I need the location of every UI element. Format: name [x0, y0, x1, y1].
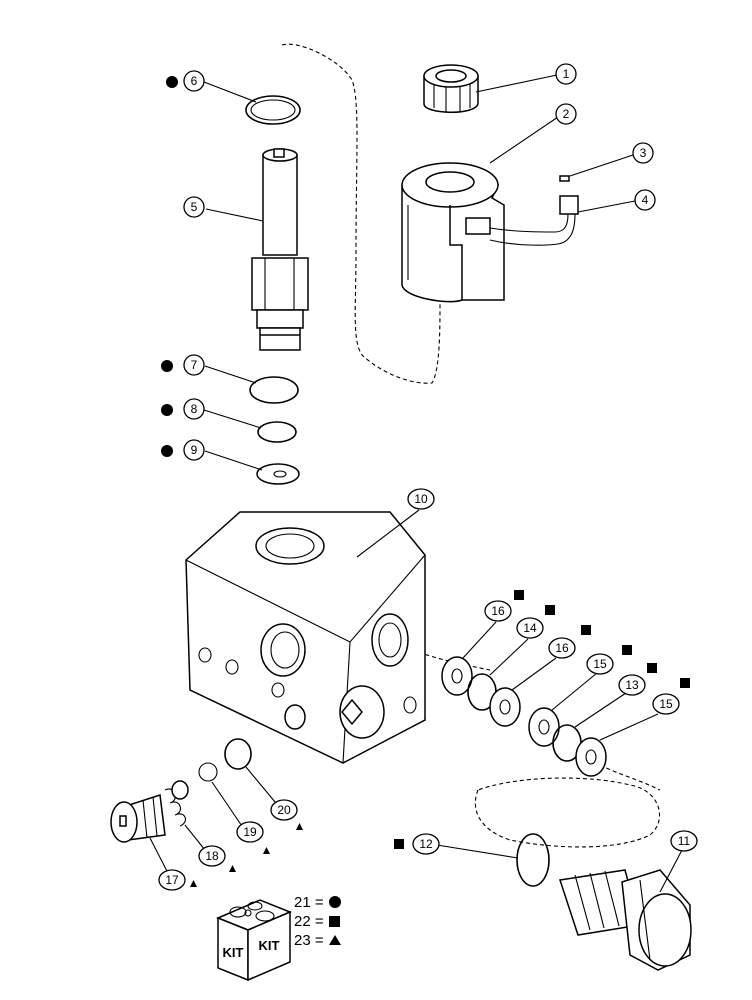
- callout-17: 17: [158, 869, 186, 891]
- part-o-ring-20: [224, 738, 252, 770]
- part-ball-19: [198, 762, 218, 782]
- svg-text:15: 15: [593, 657, 607, 671]
- svg-text:9: 9: [191, 443, 198, 457]
- callout-5: 5: [183, 196, 205, 218]
- svg-text:16: 16: [491, 604, 505, 618]
- kit-markers-square: [394, 590, 690, 849]
- svg-text:19: 19: [243, 825, 257, 839]
- part-coil: [401, 162, 505, 303]
- part-spring-18: [164, 780, 189, 827]
- callout-16b: 16: [548, 637, 576, 659]
- svg-text:7: 7: [191, 358, 198, 372]
- callout-20: 20: [270, 799, 298, 821]
- svg-text:18: 18: [205, 849, 219, 863]
- callout-1: 1: [555, 63, 577, 85]
- part-terminal: [559, 175, 570, 182]
- callout-2: 2: [555, 103, 577, 125]
- part-washer-9: [256, 463, 300, 485]
- legend-kit-21: 21 =: [294, 894, 324, 911]
- svg-text:17: 17: [165, 873, 179, 887]
- part-seal-16a: [441, 656, 473, 696]
- svg-text:15: 15: [659, 697, 673, 711]
- callout-6: 6: [183, 70, 205, 92]
- part-seal-15b: [575, 737, 607, 777]
- part-seal-16b: [489, 687, 521, 727]
- part-o-ring-6: [245, 95, 301, 125]
- legend-kit-22: 22 =: [294, 913, 324, 930]
- callout-15b: 15: [652, 693, 680, 715]
- kit-markers-circle: [161, 76, 178, 457]
- svg-text:4: 4: [642, 193, 649, 207]
- part-o-ring-7: [249, 376, 299, 404]
- leader-lines: [149, 74, 683, 893]
- kit-right-label: KIT: [259, 938, 280, 953]
- callout-18: 18: [198, 845, 226, 867]
- dashed-group-solenoid: [281, 43, 441, 384]
- callout-15a: 15: [586, 653, 614, 675]
- svg-text:5: 5: [191, 200, 198, 214]
- callout-13: 13: [618, 674, 646, 696]
- callout-11: 11: [670, 830, 698, 852]
- dashed-link-seals-2: [599, 764, 661, 791]
- svg-text:20: 20: [277, 803, 291, 817]
- kit-box-illustration: KIT KIT: [216, 899, 292, 982]
- legend-kit-23: 23 =: [294, 932, 324, 949]
- callout-12: 12: [412, 833, 440, 855]
- svg-text:12: 12: [419, 837, 433, 851]
- callout-14: 14: [516, 617, 544, 639]
- svg-text:13: 13: [625, 678, 639, 692]
- part-seal-12: [516, 833, 550, 887]
- callout-16a: 16: [484, 600, 512, 622]
- part-relief-cartridge: [559, 869, 692, 971]
- part-valve-block: [185, 511, 426, 764]
- part-nut: [423, 64, 479, 113]
- svg-text:8: 8: [191, 402, 198, 416]
- kit-left-label: KIT: [223, 945, 244, 960]
- svg-text:6: 6: [191, 74, 198, 88]
- kit-legend: 21 = 22 = 23 =: [294, 894, 341, 949]
- callout-7: 7: [183, 354, 205, 376]
- kit-markers-triangle: [190, 823, 303, 887]
- svg-text:2: 2: [563, 107, 570, 121]
- part-connector-wire: [489, 195, 579, 246]
- callout-9: 9: [183, 439, 205, 461]
- callout-8: 8: [183, 398, 205, 420]
- part-cartridge-valve: [251, 148, 309, 351]
- svg-text:10: 10: [414, 492, 428, 506]
- svg-text:16: 16: [555, 641, 569, 655]
- callout-4: 4: [634, 189, 656, 211]
- svg-text:1: 1: [563, 67, 570, 81]
- part-o-ring-8: [257, 421, 297, 443]
- part-plug-17: [110, 794, 166, 843]
- svg-text:3: 3: [640, 146, 647, 160]
- svg-text:11: 11: [678, 834, 691, 848]
- part-seal-15a: [528, 707, 560, 747]
- callout-19: 19: [236, 821, 264, 843]
- callout-10: 10: [407, 488, 435, 510]
- svg-text:14: 14: [523, 621, 537, 635]
- dashed-group-relief: [474, 777, 660, 848]
- callout-3: 3: [632, 142, 654, 164]
